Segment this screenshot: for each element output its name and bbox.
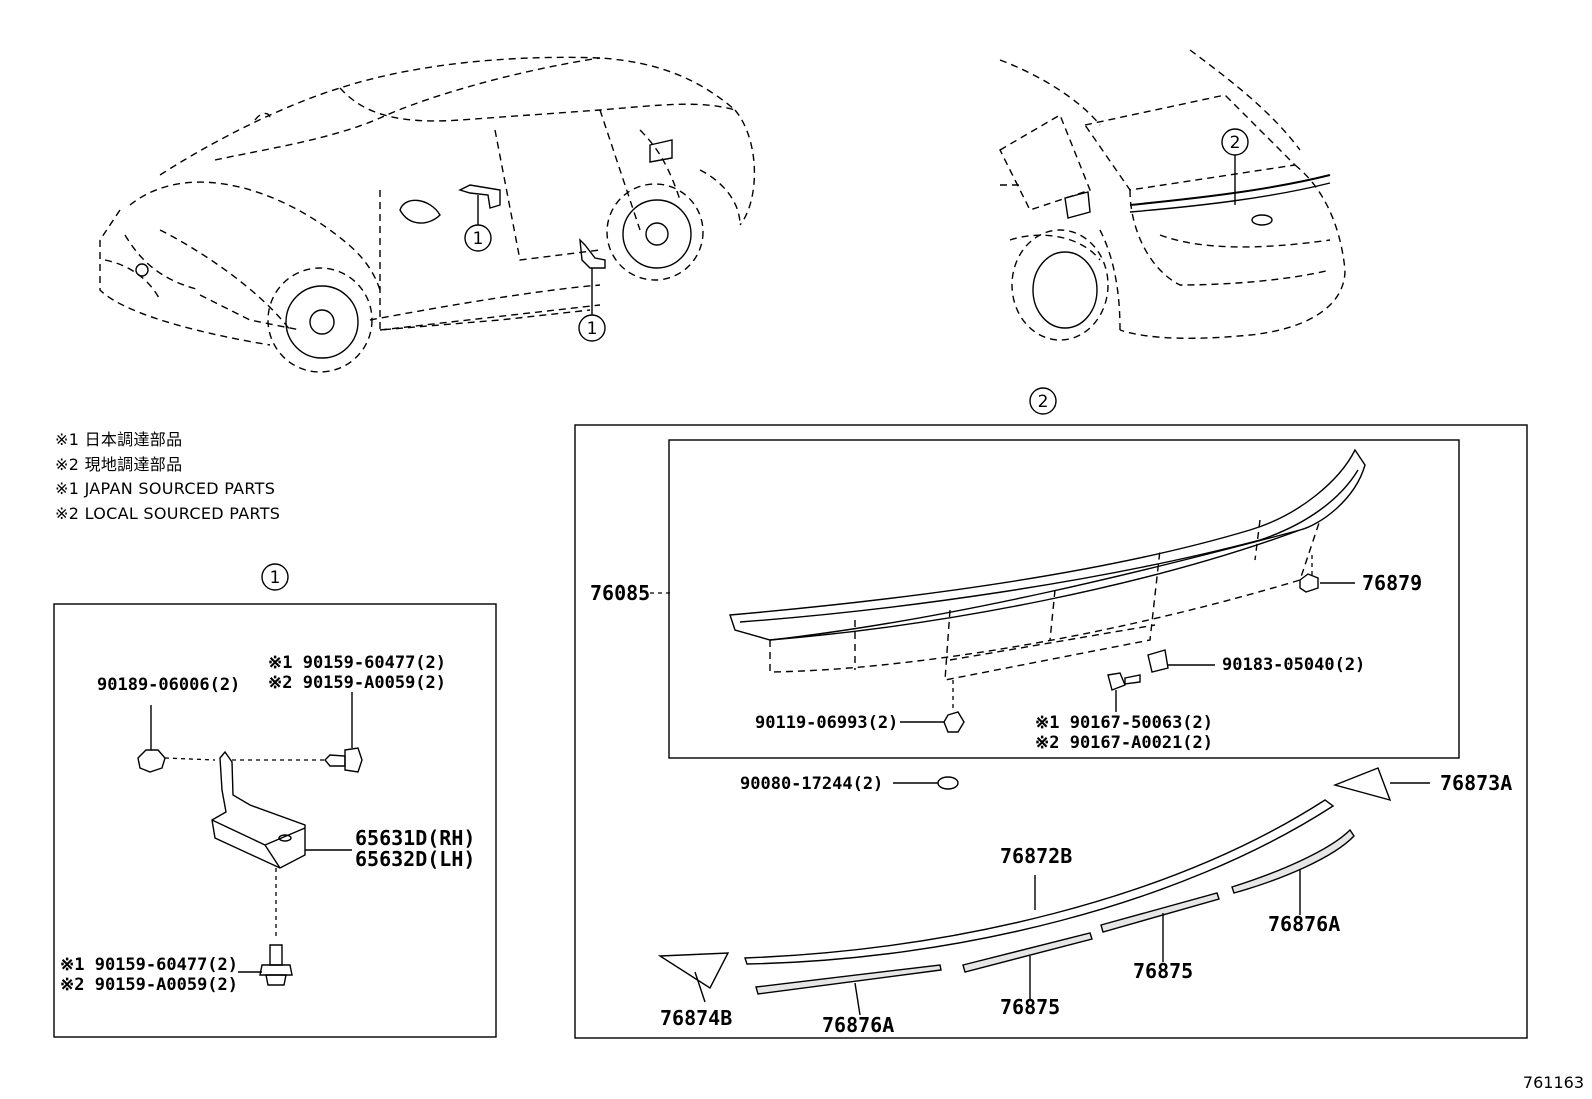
screw-90167[interactable] (1107, 672, 1126, 691)
group-2-fasteners (650, 555, 1355, 790)
part-76876A-right[interactable]: 76876A (1268, 912, 1340, 936)
part-90159-A0059-lower[interactable]: ※2 90159-A0059(2) (60, 975, 238, 995)
rear-spoiler-assembly[interactable] (729, 448, 1366, 681)
trim-76876A-right[interactable] (1231, 828, 1355, 894)
part-90119-06993[interactable]: 90119-06993(2) (755, 713, 898, 733)
trim-76872B[interactable] (744, 799, 1335, 965)
part-65632D-LH[interactable]: 65632D(LH) (355, 847, 475, 871)
callout-label: 2 (1230, 133, 1241, 153)
part-76876A-left[interactable]: 76876A (822, 1013, 894, 1037)
group-1-box (53, 603, 497, 1038)
trim-76876A-left[interactable] (755, 964, 942, 995)
grommet-90080[interactable] (937, 776, 959, 790)
callout-1-group-header[interactable]: 1 (261, 563, 289, 591)
callout-label: 2 (1038, 392, 1049, 412)
part-76085[interactable]: 76085 (590, 581, 650, 605)
part-90159-A0059-upper[interactable]: ※2 90159-A0059(2) (268, 673, 446, 693)
part-90159-60477-lower[interactable]: ※1 90159-60477(2) (60, 955, 238, 975)
trim-76874B[interactable] (657, 952, 730, 990)
part-76875-right[interactable]: 76875 (1133, 959, 1193, 983)
group-2-inner-box (668, 439, 1460, 759)
note-japan-en: ※1 JAPAN SOURCED PARTS (55, 479, 276, 498)
part-90159-60477-upper[interactable]: ※1 90159-60477(2) (268, 653, 446, 673)
trim-76875-left[interactable] (962, 932, 1093, 973)
callout-2-rear-spoiler[interactable]: 2 (1221, 128, 1249, 156)
diagram-id: 761163 (1523, 1073, 1584, 1092)
callout-label: 1 (587, 319, 598, 339)
part-90167-50063[interactable]: ※1 90167-50063(2) (1035, 713, 1213, 733)
callout-1-door-bracket[interactable]: 1 (464, 224, 492, 252)
part-90189-06006[interactable]: 90189-06006(2) (97, 675, 240, 695)
part-65631D-RH[interactable]: 65631D(RH) (355, 826, 475, 850)
clip-90189[interactable] (137, 749, 166, 773)
part-76879[interactable]: 76879 (1362, 571, 1422, 595)
part-90167-A0021[interactable]: ※2 90167-A0021(2) (1035, 733, 1213, 753)
callout-2-group-header[interactable]: 2 (1029, 387, 1057, 415)
car-rear-illustration (999, 49, 1346, 341)
group-2-box (574, 424, 1528, 1039)
trim-76873A[interactable] (1332, 767, 1392, 802)
part-76875-left[interactable]: 76875 (1000, 995, 1060, 1019)
group-2-trim-parts (657, 767, 1430, 1016)
part-76873A[interactable]: 76873A (1440, 771, 1512, 795)
car-front-illustration (99, 56, 756, 373)
note-local-jp: ※2 現地調達部品 (55, 454, 183, 474)
nut-90183[interactable] (1147, 649, 1169, 673)
callout-label: 1 (473, 229, 484, 249)
trim-76875-right[interactable] (1100, 892, 1220, 933)
note-japan-jp: ※1 日本調達部品 (55, 430, 183, 449)
callout-1-sill-bracket[interactable]: 1 (578, 314, 606, 342)
callout-label: 1 (270, 568, 281, 588)
part-90080-17244[interactable]: 90080-17244(2) (740, 774, 883, 794)
part-76872B[interactable]: 76872B (1000, 844, 1072, 868)
clip-76879[interactable] (1299, 573, 1319, 593)
note-local-en: ※2 LOCAL SOURCED PARTS (55, 503, 281, 523)
screw-lower[interactable] (269, 944, 283, 966)
screw-upper[interactable] (324, 754, 346, 767)
clip-90119[interactable] (943, 711, 965, 733)
bracket-65631D-65632D[interactable] (211, 750, 306, 869)
part-76874B[interactable]: 76874B (660, 1006, 732, 1030)
group-1-parts (137, 692, 363, 986)
sourcing-notes: ※1 日本調達部品 ※2 現地調達部品 ※1 JAPAN SOURCED PAR… (55, 428, 280, 526)
part-90183-05040[interactable]: 90183-05040(2) (1222, 655, 1365, 675)
